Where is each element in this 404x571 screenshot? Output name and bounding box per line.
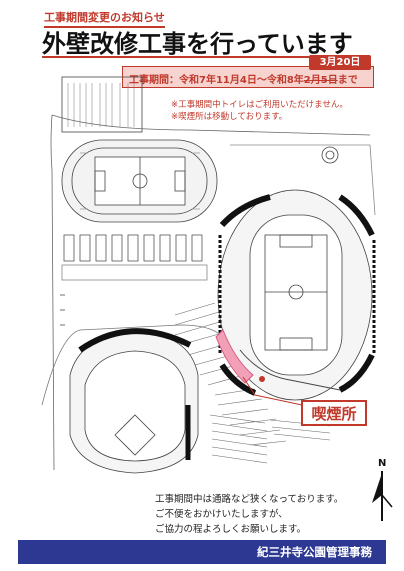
north-arrow-icon: N [372,458,393,521]
smoking-area-label: 喫煙所 [301,400,367,426]
construction-area-highlight [215,329,254,384]
parking-lower [209,414,331,464]
main-title: 外壁改修工事を行っています [42,30,353,58]
parking-lot-north [61,76,143,133]
period-struck-date: 2月5日 [303,75,338,86]
smoking-leader-line [242,376,303,406]
footer-bar: 紀三井寺公園管理事務 [18,540,386,564]
footer-line-2: ご不便をおかけいたしますが、 [155,509,288,520]
organization-name: 紀三井寺公園管理事務 [257,545,372,559]
footer-line-1: 工事期間中は通路など狭くなっております。 [155,494,344,505]
note-toilet: ※工事期間中トイレはご利用いただけません。 [171,100,348,110]
parking-diagonal [174,302,287,446]
period-suffix: まで [337,75,358,86]
new-end-date-badge: 3月20日 [309,55,371,70]
footer-line-3: ご協力の程よろしくお願いします。 [155,524,307,535]
main-stadium [217,189,376,401]
north-label: N [378,458,386,469]
note-smoking: ※喫煙所は移動しております。 [171,112,288,122]
construction-period-text: 工事期間：令和7年11月4日～令和8年2月5日まで [129,71,358,86]
park-map [41,76,376,474]
period-prefix: 工事期間：令和7年11月4日～令和8年 [129,75,304,86]
notice-label: 工事期間変更のお知らせ [44,9,165,28]
courts-row [61,234,208,281]
title-underline [42,56,368,58]
athletic-track [61,139,218,223]
smoking-area-marker [259,376,265,382]
baseball-stadium [69,328,199,474]
